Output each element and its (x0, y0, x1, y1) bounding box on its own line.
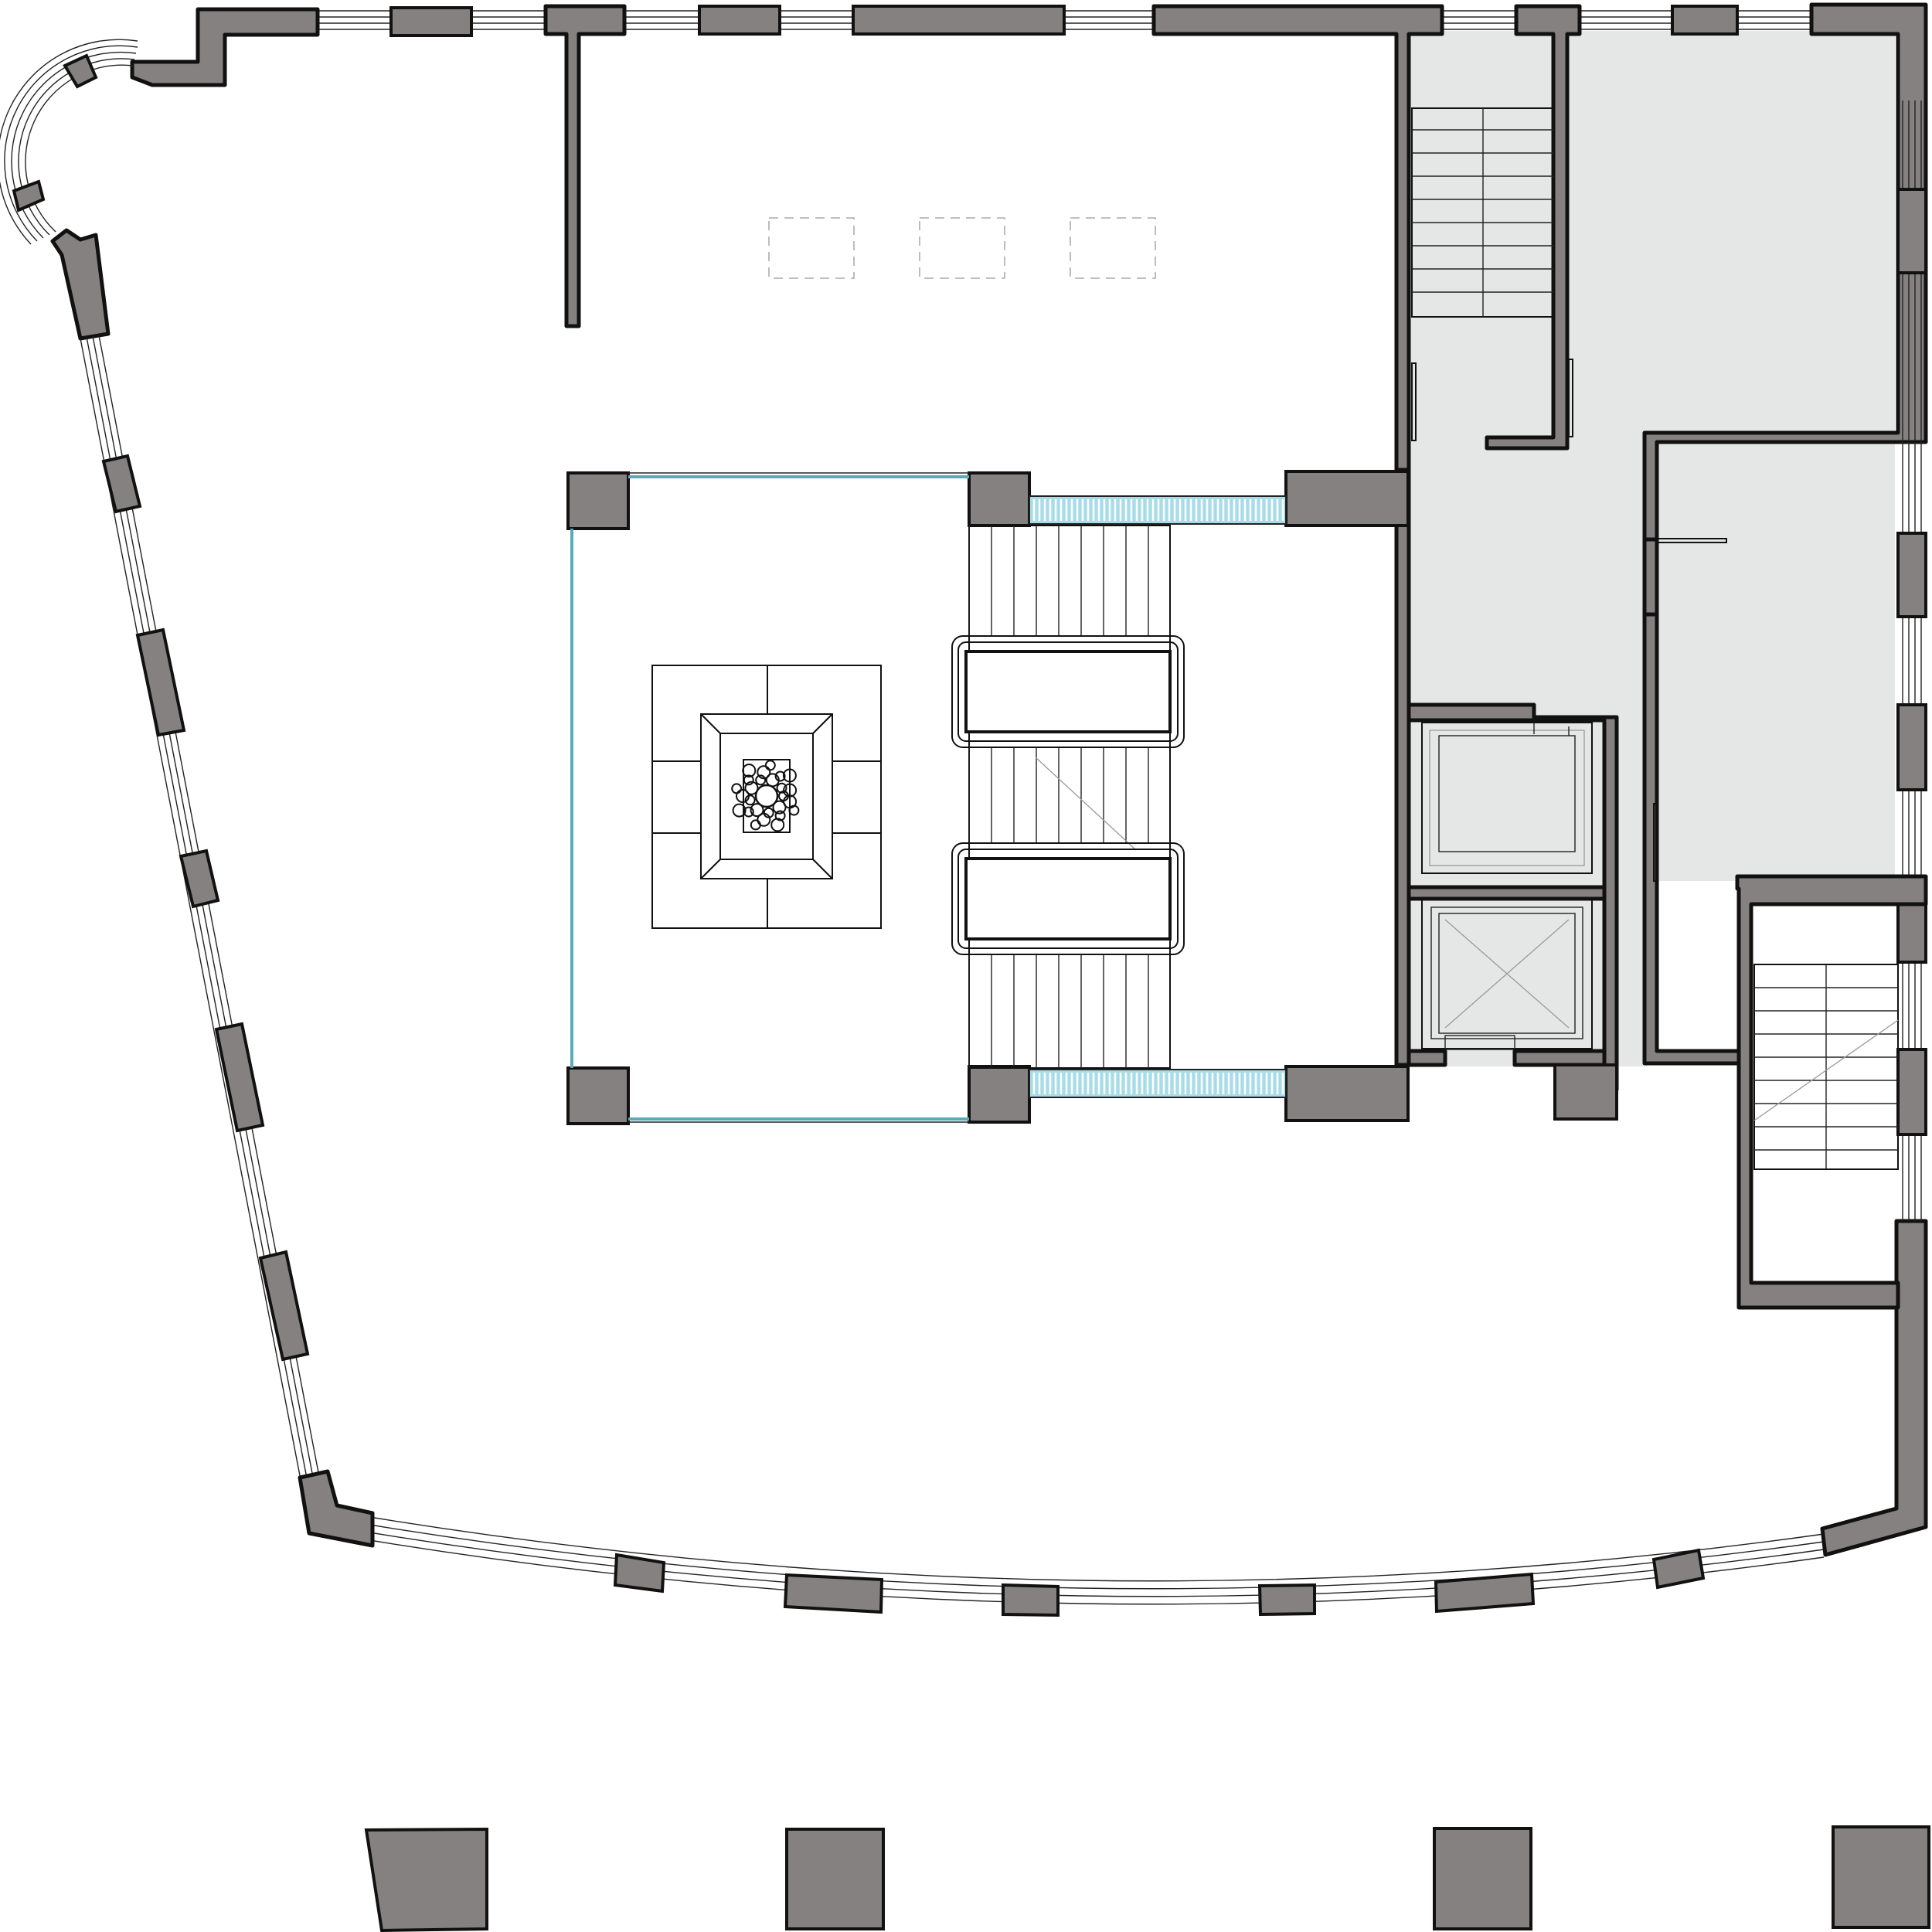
tree-leaf (744, 794, 756, 806)
south-window-band (332, 1510, 1825, 1605)
atrium-columns (566, 470, 1618, 1125)
tree-leaf (764, 760, 776, 771)
west-piers (101, 454, 310, 1362)
main-stair (968, 525, 1171, 1069)
service-stair-east (1753, 964, 1899, 1170)
south-wall (298, 1219, 1928, 1617)
tree-leaf (774, 770, 786, 782)
tree-leaf (774, 810, 786, 821)
stair-landing-unit-1 (951, 635, 1185, 748)
tree-leaf (750, 819, 761, 831)
service-stair-north (1411, 107, 1573, 441)
tree-leaf (743, 806, 754, 818)
tree-leaf (743, 774, 754, 786)
tree-leaf (750, 803, 764, 818)
tree-leaf (755, 774, 767, 786)
core-door (1642, 537, 1727, 617)
tree-leaf (772, 800, 787, 815)
exterior-piers (364, 1825, 1930, 1932)
tree-leaf (776, 782, 787, 794)
ceiling-fixtures (768, 217, 1156, 279)
tree-trunk (754, 784, 779, 808)
tree-leaf (731, 783, 743, 794)
tree-leaf (788, 804, 800, 816)
elevator-car-2 (1421, 897, 1593, 1050)
tree-leaf (770, 818, 785, 832)
atrium-glass-rail (570, 472, 1287, 1123)
tree-leaf (744, 781, 759, 795)
glass-rail-slats (1032, 499, 1284, 1094)
tree-leaf (757, 765, 771, 780)
corner-bay (0, 39, 138, 341)
tree-icon (731, 760, 800, 832)
east-window-band (1902, 100, 1922, 1221)
stair-landing-unit-2 (951, 842, 1185, 955)
tree-leaf (732, 803, 747, 818)
elevator-car-1 (1421, 722, 1658, 882)
tree-leaf (783, 783, 798, 798)
tree-leaf (742, 764, 757, 778)
tree-leaf (736, 789, 750, 803)
tree-leaf (757, 812, 771, 827)
tree-leaf (782, 768, 797, 783)
atrium-planter (651, 665, 882, 929)
